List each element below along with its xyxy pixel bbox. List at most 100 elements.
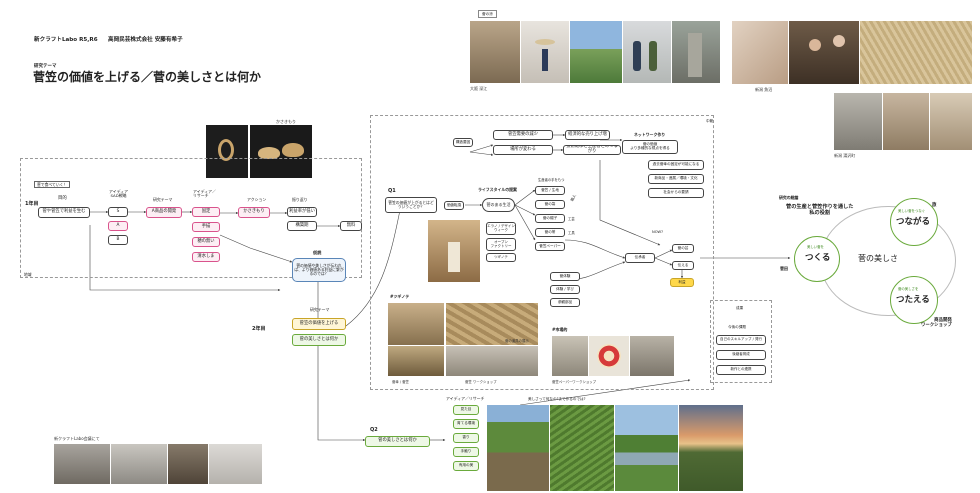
year1-review-3: 無料 — [340, 221, 362, 231]
year1-idea-4: 清水しま — [192, 252, 220, 262]
caption-sugakasa: 菅傘 / 菅笠 — [392, 380, 409, 384]
role-make: つくる — [805, 253, 831, 263]
q2-idea-label: アイディア／リサーチ — [446, 396, 485, 401]
year1-review-2: 構築期 — [287, 221, 317, 231]
role-convey-sub: 菅の美しさを — [898, 287, 919, 291]
q2-label: Q2 — [370, 427, 378, 433]
year1-action-label: アクション — [247, 197, 267, 202]
q2-idea-3: 香り — [453, 433, 479, 443]
photo-osaka-5 — [672, 21, 720, 83]
q1-top-node-3: 経済的な売り上げ増 — [565, 130, 610, 140]
results-item-1: 自己のスキルアップ / 発行 — [716, 335, 766, 345]
year1-label: 1年目 — [25, 201, 39, 207]
year1-theme-label: 研究テーマ — [153, 197, 173, 202]
network-box: 菅の価値 より多種的な視点を得る — [622, 140, 678, 154]
experience-1: 菅体験 — [550, 272, 580, 281]
q1-top-node-2: 場所が変わる — [493, 145, 553, 155]
theme-title: 菅笠の価値を上げる／菅の美しさとは何か — [33, 70, 262, 84]
year1-goal-label: 目的 — [58, 196, 67, 201]
caption-niigata-1: 新潟 魚沼 — [755, 87, 773, 92]
role-tag-sugata: 菅田 — [780, 266, 788, 271]
program-title: 新クラフトLabo R5,R6 — [34, 37, 98, 43]
year2-label: 2年目 — [252, 326, 266, 332]
role-tag-tabi: 旅 — [932, 203, 937, 208]
use-item-1: 菅笠 / 生地 — [535, 186, 565, 195]
q1-label: Q1 — [388, 188, 396, 194]
q1-top-node-4: 技術継承と生産者とのつながり — [563, 145, 621, 155]
photo-ichiba-2 — [589, 336, 629, 376]
network-item-1: 過去菅傘の固定が可能になる — [648, 160, 704, 170]
photo-niigata-6 — [930, 93, 972, 150]
photo-tsugite-4 — [446, 346, 538, 376]
q2-idea-5: 有用の美 — [453, 461, 479, 471]
photo-niigata-4 — [834, 93, 882, 150]
photo-tsugite-3 — [388, 346, 444, 376]
lifestyle-item-2: オープン ファクトリー — [486, 238, 516, 251]
photo-niigata-2 — [789, 21, 859, 84]
lifestyle-label: ライフスタイルの提案 — [478, 187, 517, 192]
network-label: ネットワーク作り — [634, 132, 666, 137]
year1-idea-2: 手描 — [192, 222, 220, 232]
results-tag: 成果 — [736, 306, 744, 310]
photo-field-3 — [615, 405, 678, 491]
q1-kouzo: 構造要因 — [453, 138, 473, 147]
sad-item-s: S — [108, 207, 128, 217]
lifestyle-box: 菅のある生活 — [482, 198, 515, 212]
results-heading: 今後の課題 — [728, 325, 746, 329]
results-item-3: 新作との連携 — [716, 365, 766, 375]
photo-osaka-3 — [570, 21, 622, 83]
photo-field-1 — [487, 405, 549, 491]
year1-frame-tag: 地域 — [24, 272, 32, 277]
results-item-2: 後継者育成 — [716, 350, 766, 360]
year2-theme-label: 研究テーマ — [310, 307, 330, 312]
photo-labo-4 — [209, 444, 262, 484]
caption-goods: 菅の道具の展示 — [505, 339, 529, 343]
network-item-3: 社会からの要請 — [648, 188, 704, 198]
use-item-2: 菅の箒 — [535, 200, 565, 209]
result-2: 菅の芸 — [672, 244, 694, 253]
caption-niigata-2: 新潟 湯沢町 — [834, 153, 856, 158]
photo-lifestyle — [428, 220, 480, 282]
photo-field-2 — [550, 405, 614, 491]
photo-ichiba-1 — [552, 336, 588, 376]
photo-tsugite-1 — [388, 303, 444, 345]
side-small-2: 工具 — [568, 231, 575, 235]
q2-question: 菅の美しさとは何か — [365, 436, 430, 447]
caption-tsugite: #ツギノテ — [390, 294, 410, 299]
photo-osaka-1 — [470, 21, 520, 83]
photo-labo-1 — [54, 444, 110, 484]
role-convey-circle — [890, 276, 938, 324]
q1-middle-tag: 中範 — [706, 119, 714, 123]
year1-idea-3: 穂の無い — [192, 237, 220, 247]
year2-theme-1: 菅笠の価値を上げる — [292, 318, 346, 330]
sad-item-a: A — [108, 221, 128, 231]
year1-frame — [20, 158, 362, 278]
photo-field-4 — [679, 405, 743, 491]
use-item-4: 菅の帯 — [535, 228, 565, 237]
year1-theme: A商品の開発 — [146, 207, 182, 218]
photo-kasa-1 — [206, 125, 248, 178]
side-small-1: 工芸 — [568, 217, 575, 221]
photo-osaka-4 — [623, 21, 671, 83]
role-make-circle — [794, 236, 840, 282]
role-convey: つたえる — [896, 295, 930, 305]
role-connect-sub: 美しい菅をつなぐ — [898, 209, 926, 213]
photo-labo-3 — [168, 444, 208, 484]
role-center: 菅の美しさ — [858, 254, 898, 263]
role-connect-circle — [890, 198, 938, 246]
network-item-2: 新商品・進展／環境・文化 — [648, 174, 704, 184]
photo-niigata-1 — [732, 21, 788, 84]
caption-kasa: かさきもり — [276, 119, 296, 124]
theme-label: 研究テーマ — [34, 64, 57, 69]
photo-labo-2 — [111, 444, 167, 484]
use-label: 生産者の手をもつ — [538, 178, 565, 182]
year1-goal: 菅や菅笠で利益を生む — [38, 207, 90, 218]
lifestyle-item-3: ツギノテ — [486, 253, 516, 262]
result-3: 伝える — [672, 261, 694, 270]
now-label: NOW? — [652, 230, 663, 234]
hypothesis-box: 菅の価値や美しさが伝われば、より価値ある利益に繋がるのでは？ — [292, 258, 346, 282]
q2-link-text: 美しさって何なの?まで作るのでは? — [528, 397, 586, 401]
experience-2: 体験 / 学び — [550, 285, 580, 294]
year1-note: 菅で食べていく！ — [34, 181, 71, 189]
